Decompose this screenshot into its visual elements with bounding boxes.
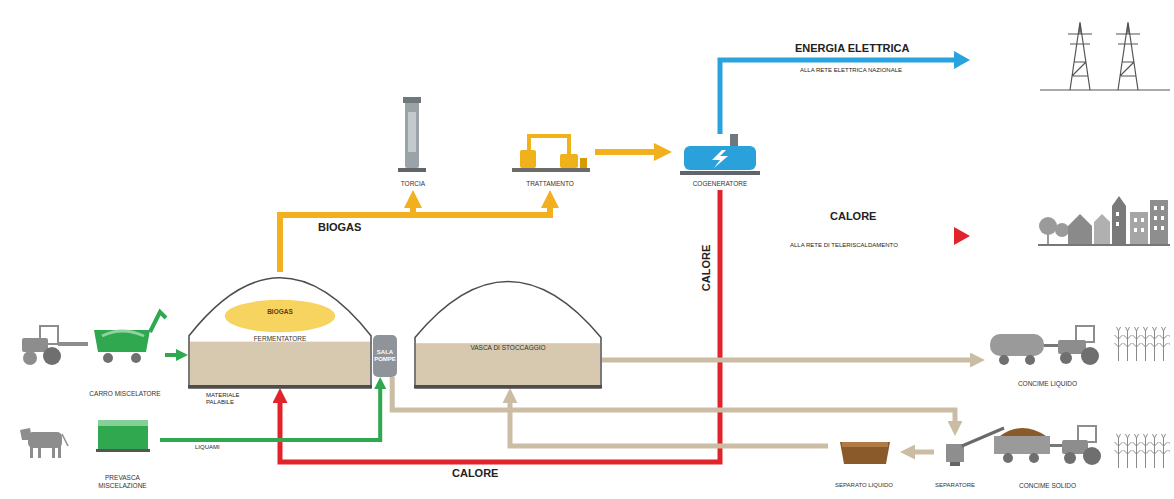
node-label: FERMENTATORE: [254, 335, 307, 342]
mixer-wagon-icon: [94, 312, 166, 363]
equipment-node: CARRO MISCELATORE: [85, 315, 165, 400]
flow-label: MATERIALE PALABILE: [206, 392, 266, 406]
dome-outline: [414, 276, 602, 388]
tank-base: [188, 385, 372, 388]
cow-icon: [20, 428, 68, 458]
node-label: CONCIME SOLIDO: [1019, 482, 1076, 489]
flare-icon: [398, 97, 426, 172]
node-label: SALA POMPE: [374, 349, 396, 363]
dome-outline: [188, 272, 372, 388]
node-label: SEPARATORE: [935, 482, 975, 489]
tank-base: [414, 385, 602, 388]
pump-room-box: SALA POMPE: [373, 335, 397, 377]
crop-field: [1114, 325, 1170, 361]
dome-roof: [189, 278, 371, 388]
output-note: ALLA RETE ELETTRICA NAZIONALE: [800, 67, 902, 74]
equipment-node: CONCIME LIQUIDO: [985, 322, 1110, 390]
biogas-flow: [280, 204, 550, 272]
equipment-node: SEPARATORE: [934, 436, 976, 492]
crop-field: [1114, 432, 1170, 468]
manure-spreader-icon: [994, 426, 1101, 465]
node-label: VASCA DI STOCCAGGIO: [470, 344, 545, 351]
equipment-node: SEPARATO LIQUIDO: [828, 436, 900, 492]
node-label: CONCIME LIQUIDO: [1018, 380, 1077, 387]
village-icon: [1038, 196, 1170, 246]
node-label: CARRO MISCELATORE: [89, 390, 160, 397]
liquid-level: [190, 342, 370, 387]
flow-label: CALORE: [700, 245, 713, 291]
feed-flow: [165, 353, 178, 357]
tractor-icon: [22, 326, 88, 365]
equipment-node: COGENERATORE: [672, 132, 768, 190]
equipment-node: CONCIME SOLIDO: [985, 425, 1110, 492]
equipment-node: PREVASCA MISCELAZIONE: [85, 412, 160, 492]
biogas-flow: [595, 149, 658, 155]
flow-label: BIOGAS: [318, 221, 361, 234]
tank-dome: VASCA DI STOCCAGGIO: [414, 276, 602, 388]
node-label: SEPARATO LIQUIDO: [835, 482, 893, 489]
node-label: PREVASCA MISCELAZIONE: [85, 474, 160, 489]
node-label: TORCIA: [401, 180, 425, 187]
output-title: CALORE: [830, 210, 876, 223]
flow-label: CALORE: [452, 467, 498, 480]
liquid-fraction-icon: [840, 442, 890, 464]
equipment-node: TORCIA: [395, 95, 431, 190]
node-label: TRATTAMENTO: [526, 180, 574, 187]
pre-tank-icon: [96, 420, 150, 452]
power-line-arrow: [720, 51, 970, 134]
node-label: BIOGAS: [267, 308, 293, 315]
output-title: ENERGIA ELETTRICA: [795, 42, 910, 55]
slurry-tanker-icon: [990, 326, 1099, 365]
digestate-flow: [510, 400, 828, 446]
biogas-glow: [225, 300, 335, 332]
dome-roof: [415, 282, 601, 388]
slurry-flow: [160, 387, 380, 440]
digestate-flow: [912, 450, 934, 455]
liquid-level: [416, 343, 600, 387]
digestate-flow: [602, 358, 973, 363]
tank-dome: BIOGAS FERMENTATORE: [188, 272, 372, 388]
node-label: COGENERATORE: [693, 180, 748, 187]
flow-label: LIQUAMI: [195, 444, 220, 451]
equipment-node: TRATTAMENTO: [505, 125, 595, 190]
treatment-icon: [512, 134, 590, 172]
chp-engine-icon: [680, 134, 760, 175]
output-note: ALLA RETE DI TELERISCALDAMENTO: [790, 242, 898, 249]
pylons-icon: [1040, 22, 1170, 90]
